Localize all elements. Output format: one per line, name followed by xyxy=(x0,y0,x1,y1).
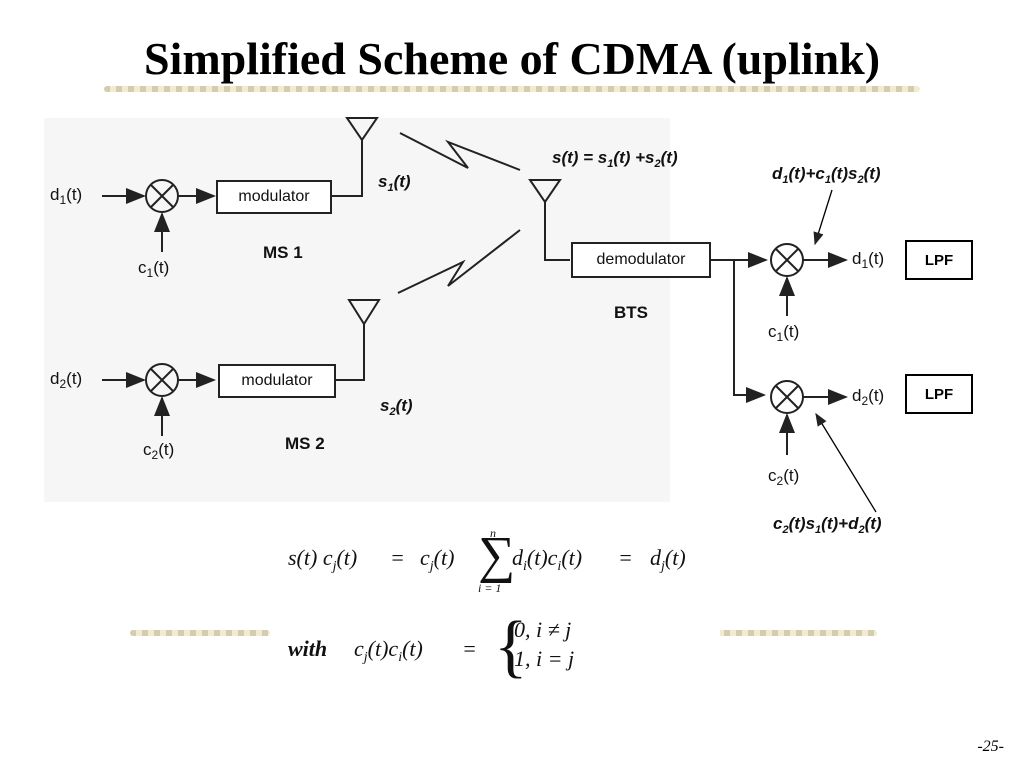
formula-cjci: cj(t)ci(t) xyxy=(354,636,423,665)
title-underline xyxy=(104,86,920,92)
ms1-signal-label: s1(t) xyxy=(378,172,411,194)
ms1-antenna-icon xyxy=(345,117,379,142)
ms1-data-label: d1(t) xyxy=(50,185,83,207)
lightning-icon-2 xyxy=(397,229,521,294)
formula-cj: cj(t) xyxy=(420,545,455,574)
decorative-rule-left xyxy=(130,630,270,636)
ms1-code-label: c1(t) xyxy=(138,258,170,280)
ms2-signal-label: s2(t) xyxy=(380,396,413,418)
sum-lower-limit: i = 1 xyxy=(478,581,502,595)
case-two: 1, i = j xyxy=(514,646,575,671)
branch2-code-label: c2(t) xyxy=(768,466,800,488)
decorative-rule-right xyxy=(712,630,877,636)
formula-equals-2: = xyxy=(618,545,633,570)
formula-lhs: s(t) cj(t) xyxy=(288,545,358,574)
sum-upper-limit: n xyxy=(490,526,496,540)
annotation-top: d1(t)+c1(t)s2(t) xyxy=(772,164,881,186)
formula-sum-term: di(t)ci(t) xyxy=(512,545,583,574)
ms2-antenna-icon xyxy=(347,299,381,326)
ms2-data-label: d2(t) xyxy=(50,369,83,391)
bts-antenna-icon xyxy=(528,179,562,204)
formula-rhs: dj(t) xyxy=(650,545,686,574)
formula-equals-3: = xyxy=(462,636,477,661)
ms2-code-label: c2(t) xyxy=(143,440,175,462)
annotation-bottom: c2(t)s1(t)+d2(t) xyxy=(773,514,882,536)
bts-demodulator-box: demodulator xyxy=(571,242,711,278)
slide-title: Simplified Scheme of CDMA (uplink) xyxy=(143,33,881,84)
lightning-icon-1 xyxy=(399,132,521,171)
formula-panel xyxy=(270,525,720,690)
formula-with: with xyxy=(288,636,328,661)
lpf-box-1: LPF xyxy=(905,240,973,280)
ms2-modulator-box: modulator xyxy=(218,364,336,398)
branch1-code-label: c1(t) xyxy=(768,322,800,344)
page-number: -25- xyxy=(977,738,1004,755)
cases-brace: { xyxy=(494,608,528,685)
ms1-modulator-box: modulator xyxy=(216,180,332,214)
bts-label: BTS xyxy=(614,303,648,322)
scanned-diagram-background xyxy=(44,118,670,502)
sum-signal-label: s(t) = s1(t) +s2(t) xyxy=(552,148,678,170)
branch2-output-label: d2(t) xyxy=(852,386,885,408)
formula-equals-1: = xyxy=(390,545,405,570)
case-one: 0, i ≠ j xyxy=(514,617,572,642)
sum-symbol: ∑ xyxy=(478,527,516,584)
ms1-label: MS 1 xyxy=(263,243,303,262)
branch1-output-label: d1(t) xyxy=(852,249,885,271)
lpf-box-2: LPF xyxy=(905,374,973,414)
ms2-label: MS 2 xyxy=(285,434,325,453)
